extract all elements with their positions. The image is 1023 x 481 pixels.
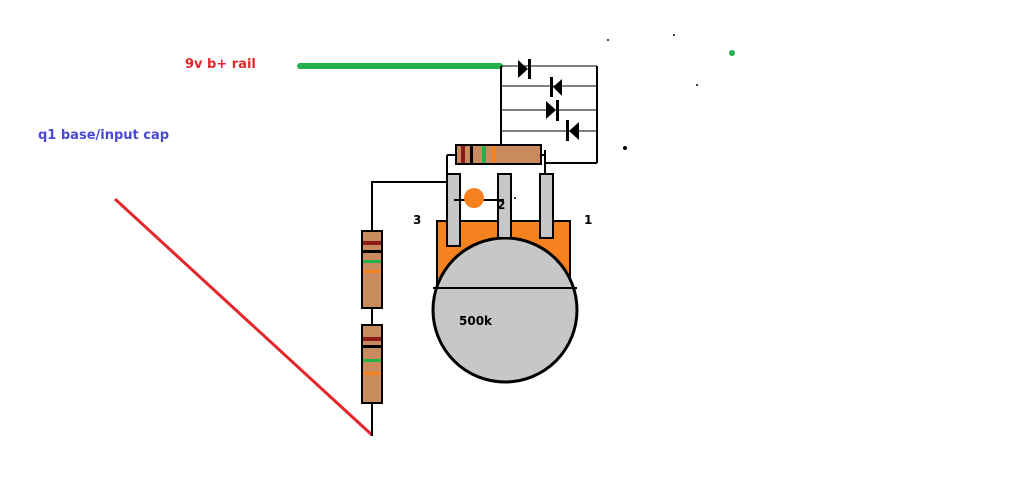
input-label: q1 base/input cap bbox=[38, 128, 169, 143]
resistor-icon bbox=[361, 230, 383, 309]
rail-label: 9v b+ rail bbox=[185, 57, 256, 72]
lug-3-wire bbox=[371, 181, 447, 232]
stray-green-dot bbox=[729, 50, 735, 56]
pin-label-2: 2 bbox=[497, 198, 505, 212]
diode-array bbox=[500, 65, 598, 164]
pot-value-label: 500k bbox=[459, 314, 493, 328]
stray-marks bbox=[514, 34, 698, 199]
resistor-icon bbox=[446, 144, 545, 178]
pin-label-1: 1 bbox=[584, 213, 592, 227]
pot-lug-3 bbox=[446, 173, 461, 247]
resistor-icon bbox=[361, 324, 383, 404]
diode-icon bbox=[546, 100, 559, 121]
input-wire bbox=[113, 197, 374, 437]
pin-label-3: 3 bbox=[413, 213, 421, 227]
pot-lug-1 bbox=[539, 173, 554, 239]
diode-icon bbox=[518, 59, 531, 79]
wiper-dot bbox=[464, 188, 484, 208]
diode-icon bbox=[566, 120, 579, 141]
pot-lug-2 bbox=[497, 173, 512, 239]
diode-icon bbox=[550, 77, 562, 97]
